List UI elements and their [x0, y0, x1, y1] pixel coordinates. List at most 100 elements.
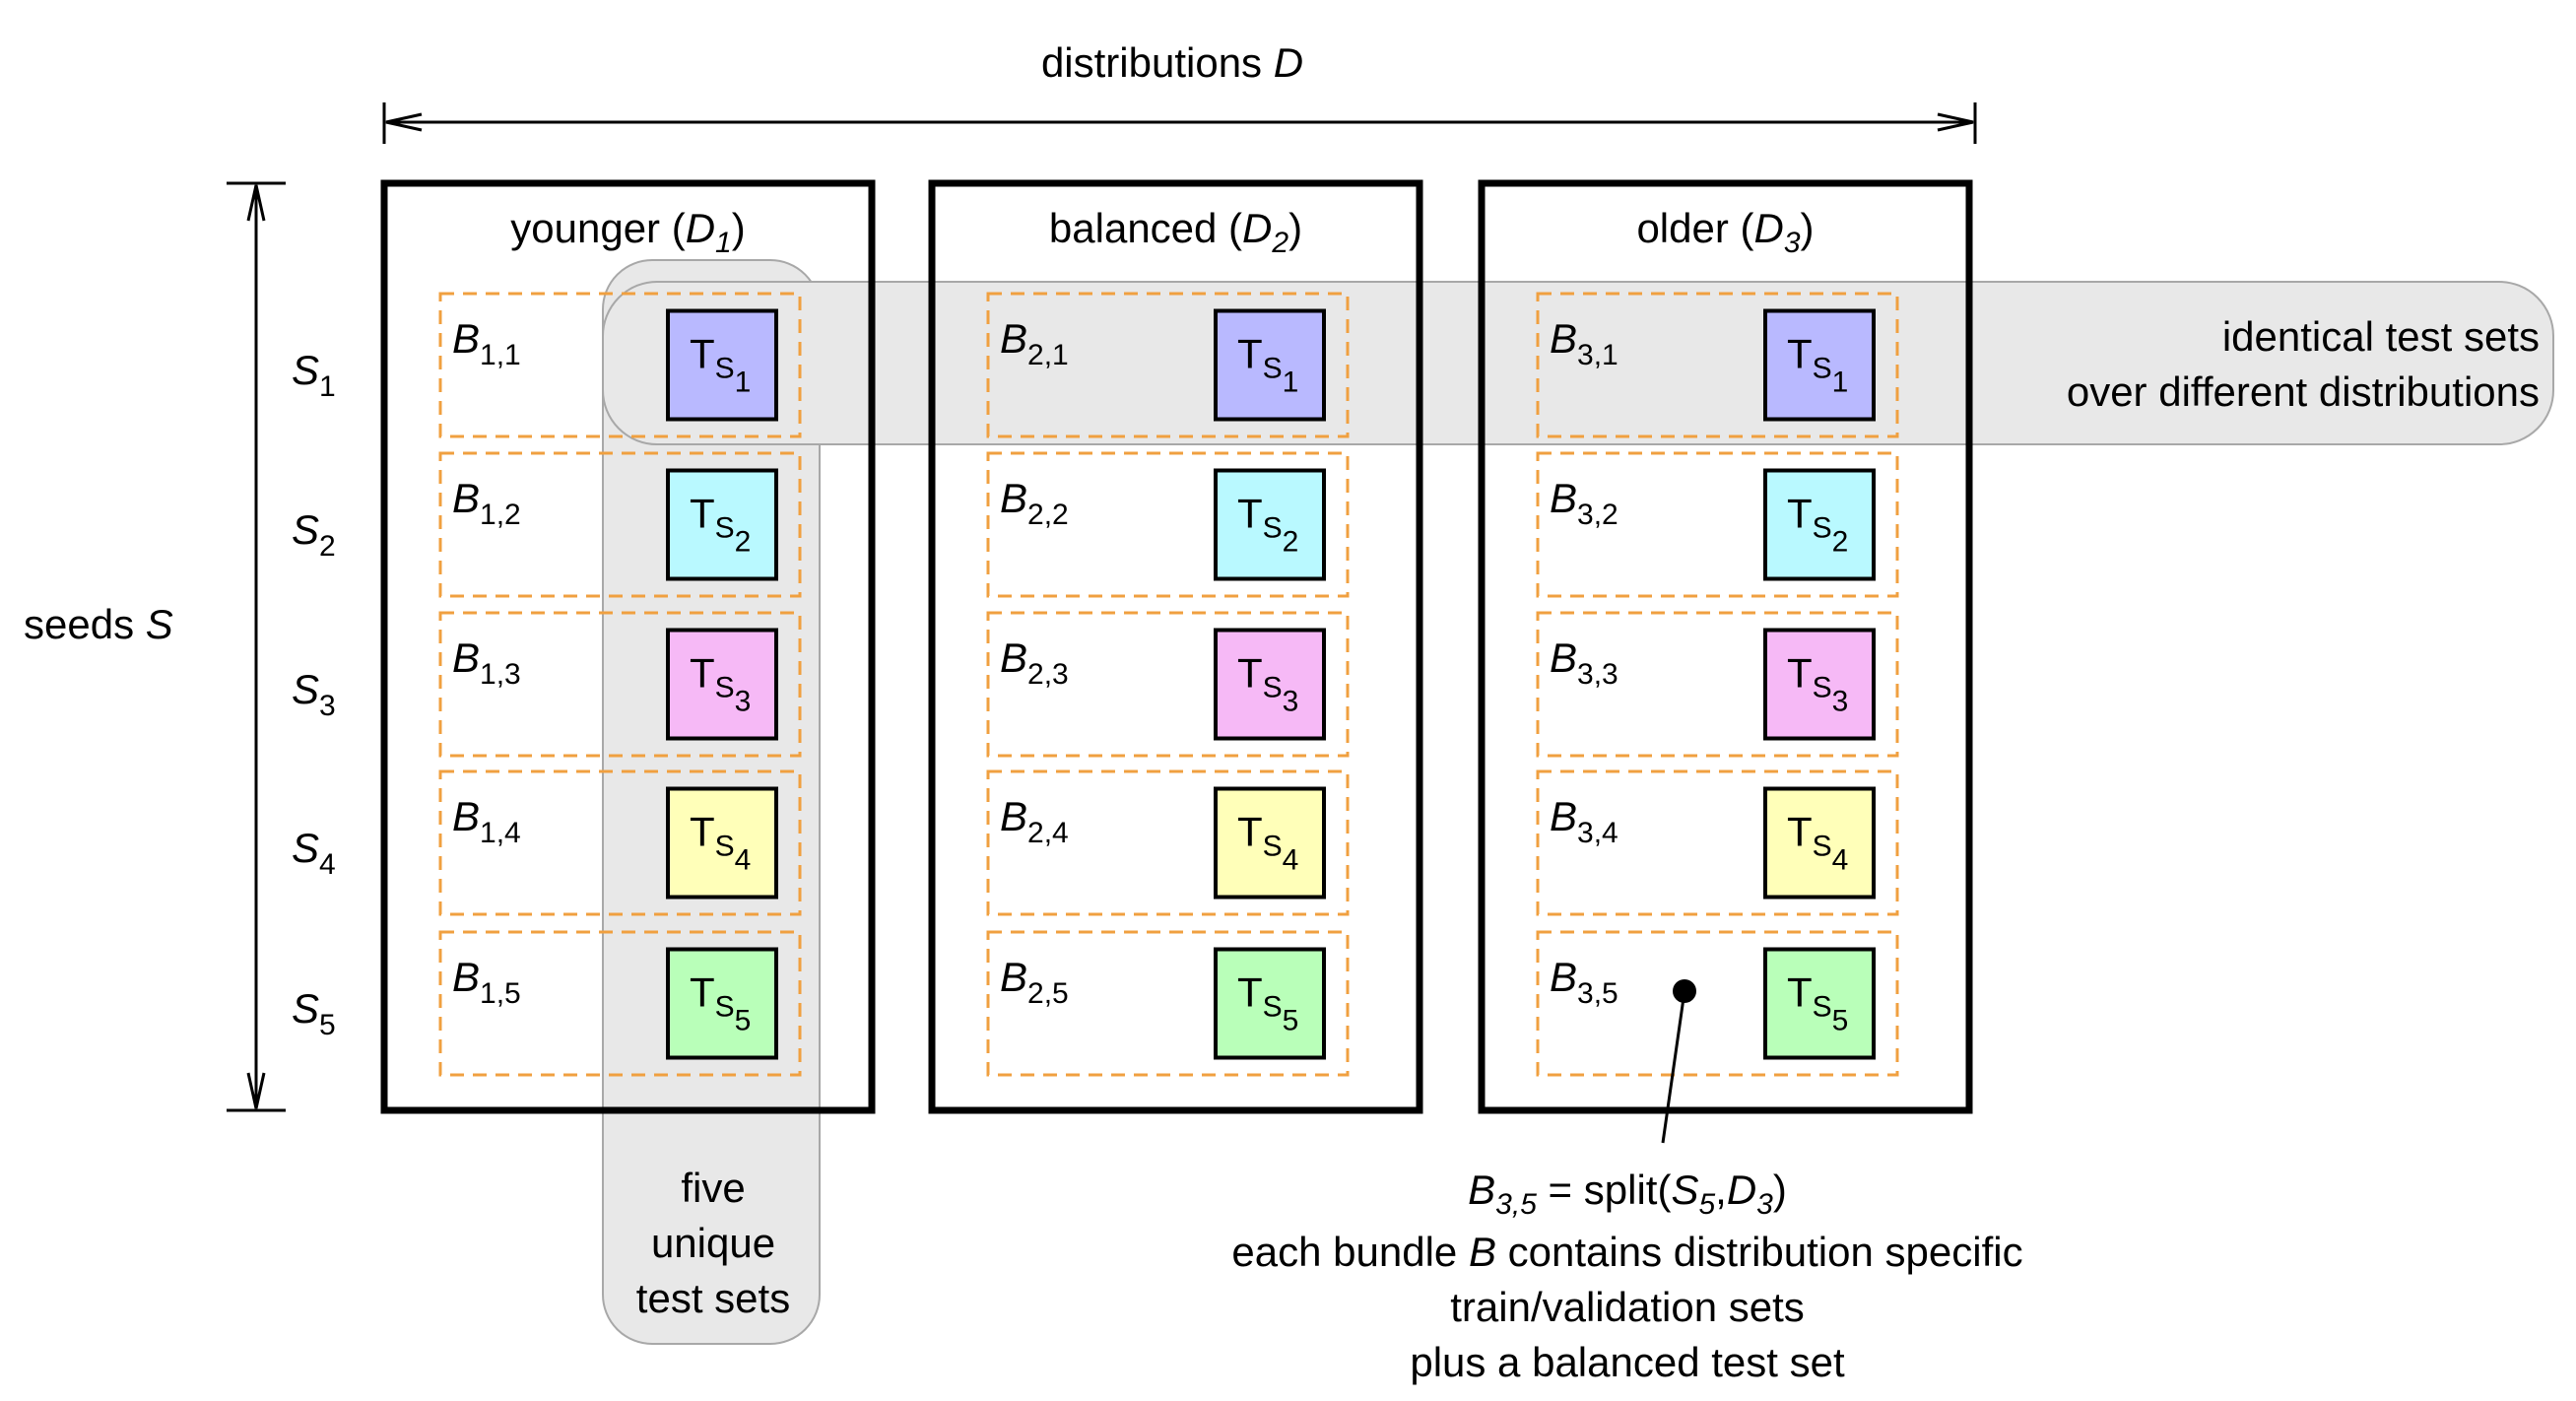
distributions-axis: distributions D: [382, 39, 1977, 144]
test-set-label: TS2: [690, 491, 751, 559]
five-line-2: unique: [651, 1220, 775, 1266]
bundle: B2,1 TS1: [986, 292, 1350, 438]
test-set-box: [1214, 947, 1326, 1060]
test-set-box: [1763, 468, 1876, 581]
five-line-1: five: [681, 1165, 745, 1211]
bundle-border: [438, 451, 802, 598]
test-set-label: TS2: [1787, 491, 1848, 559]
test-set-box: [1763, 786, 1876, 900]
bundle: B3,1 TS1: [1536, 292, 1899, 438]
bundle-border: [1536, 292, 1899, 438]
split-callout: B3,5 = split(S5,D3) each bundle B contai…: [1231, 979, 2023, 1385]
bundle-label: B3,5: [1550, 954, 1618, 1010]
test-set-box: [1214, 786, 1326, 900]
bundle: B2,3 TS3: [986, 611, 1350, 758]
bundle-border: [986, 451, 1350, 598]
bundle-label: B1,3: [452, 634, 521, 691]
five-unique-test-sets-note: five unique test sets: [636, 1165, 790, 1321]
test-set-box: [1763, 308, 1876, 422]
test-set-label: TS3: [1787, 650, 1848, 718]
bundle-label: B2,1: [1000, 315, 1069, 371]
bundle: B2,5 TS5: [986, 930, 1350, 1077]
identical-line-2: over different distributions: [2067, 368, 2540, 415]
distribution-box: [1478, 179, 1973, 1114]
test-set-label: TS4: [1787, 809, 1848, 877]
bundle-border: [986, 930, 1350, 1077]
test-set-label: TS3: [690, 650, 751, 718]
distribution-box: [380, 179, 876, 1114]
test-set-box: [666, 947, 778, 1060]
test-set-box: [1214, 628, 1326, 741]
bundle-label: B3,4: [1550, 793, 1618, 849]
seed-label-3: S3: [292, 666, 336, 722]
identical-line-1: identical test sets: [2222, 313, 2540, 360]
bundle-label: B3,1: [1550, 315, 1618, 371]
bundle: B3,3 TS3: [1536, 611, 1899, 758]
bundle-border: [438, 769, 802, 916]
test-set-box: [666, 628, 778, 741]
distribution-title: younger (D1): [510, 205, 745, 259]
distribution-box: [928, 179, 1423, 1114]
test-set-box: [1214, 468, 1326, 581]
description-line-3: plus a balanced test set: [1410, 1339, 1845, 1385]
seed-label-1: S1: [292, 347, 336, 403]
bundle-border: [986, 769, 1350, 916]
bundle-border: [438, 292, 802, 438]
bundle-label: B2,4: [1000, 793, 1069, 849]
identical-test-sets-note: identical test sets over different distr…: [2067, 313, 2540, 415]
bundle-label: B1,2: [452, 475, 521, 531]
bundle-border: [438, 611, 802, 758]
test-set-box: [1763, 628, 1876, 741]
description-line-2: train/validation sets: [1450, 1284, 1805, 1330]
bundle-label: B3,2: [1550, 475, 1618, 531]
distribution-title: older (D3): [1636, 205, 1814, 259]
bundle-border: [1536, 611, 1899, 758]
test-set-box: [1214, 308, 1326, 422]
bundle: B3,4 TS4: [1536, 769, 1899, 916]
seed-label-5: S5: [292, 985, 336, 1041]
test-set-label: TS1: [690, 331, 751, 399]
seeds-axis: seeds S: [24, 181, 286, 1112]
test-set-label: TS5: [1787, 969, 1848, 1037]
test-set-label: TS4: [1237, 809, 1298, 877]
test-set-box: [666, 468, 778, 581]
bundle: B2,4 TS4: [986, 769, 1350, 916]
five-line-3: test sets: [636, 1275, 790, 1321]
test-set-box: [1763, 947, 1876, 1060]
callout-line: [1661, 990, 1686, 1144]
bundle: B3,5 TS5: [1536, 930, 1899, 1077]
test-set-label: TS3: [1237, 650, 1298, 718]
test-set-label: TS1: [1787, 331, 1848, 399]
seed-label-4: S4: [292, 825, 336, 881]
bundle-border: [986, 611, 1350, 758]
test-set-box: [666, 786, 778, 900]
bundle: B1,3 TS3: [438, 611, 802, 758]
bundle: B1,2 TS2: [438, 451, 802, 598]
test-set-label: TS5: [1237, 969, 1298, 1037]
bundle-label: B2,2: [1000, 475, 1069, 531]
description-line-1: each bundle B contains distribution spec…: [1231, 1229, 2022, 1275]
bundle-border: [438, 930, 802, 1077]
bundle-border: [1536, 930, 1899, 1077]
identical-highlight: [602, 281, 2554, 445]
bundle-label: B1,5: [452, 954, 521, 1010]
bundle-border: [986, 292, 1350, 438]
bundle-border: [1536, 451, 1899, 598]
bundle-label: B2,3: [1000, 634, 1069, 691]
bundle-border: [1536, 769, 1899, 916]
seeds-label: seeds S: [24, 601, 173, 647]
test-set-label: TS1: [1237, 331, 1298, 399]
bundle-label: B2,5: [1000, 954, 1069, 1010]
test-set-box: [666, 308, 778, 422]
bundle-label: B3,3: [1550, 634, 1618, 691]
